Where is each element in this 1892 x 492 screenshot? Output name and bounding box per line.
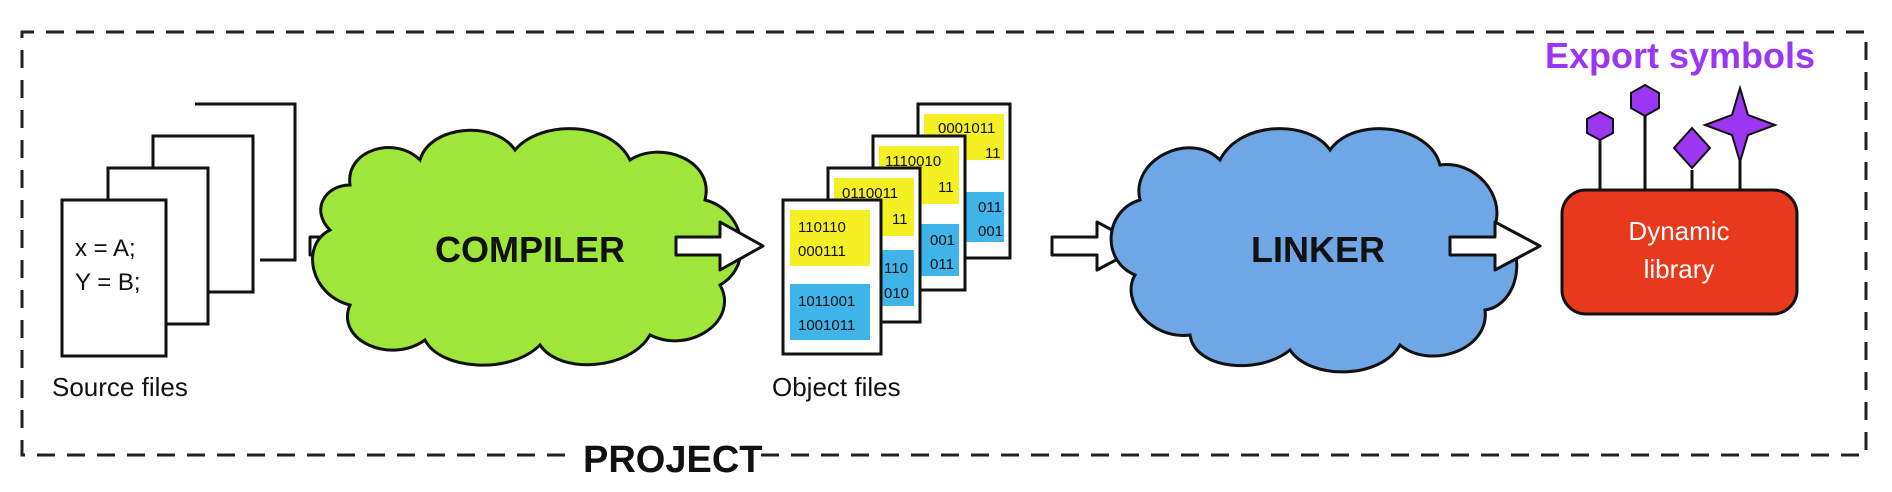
star-symbol-icon — [1702, 84, 1778, 166]
arrow-linker-to-library — [1448, 220, 1542, 272]
linker-label: LINKER — [1251, 229, 1385, 270]
source-code-line-2: Y = B; — [75, 269, 141, 296]
linker-cloud-shape — [1109, 127, 1519, 374]
dynamic-library: Dynamic library — [1560, 188, 1799, 316]
arrow-compiler-to-objects — [674, 220, 765, 272]
source-code-line-1: x = A; — [75, 235, 136, 262]
linker-cloud: LINKER — [1109, 127, 1519, 374]
page2-yellow-2: 11 — [892, 211, 908, 228]
front-yellow-2: 000111 — [798, 243, 846, 260]
export-symbols — [1586, 83, 1778, 170]
page4-blue-2: 001 — [978, 223, 1003, 240]
object-file-front-data-block — [790, 284, 870, 340]
page3-yellow-2: 11 — [938, 179, 954, 196]
hexagon-symbol-1-icon — [1586, 110, 1614, 142]
page2-blue-2: 010 — [884, 285, 909, 302]
object-file-front-text-block — [790, 210, 870, 266]
source-files-label: Source files — [52, 372, 188, 402]
library-label-line-1: Dynamic — [1628, 216, 1729, 246]
page4-yellow-2: 11 — [985, 145, 1001, 162]
page4-blue-1: 011 — [978, 199, 1002, 216]
compiler-cloud-shape — [311, 127, 743, 367]
source-files-stack — [60, 102, 297, 358]
front-blue-2: 1001011 — [798, 317, 855, 334]
source-file-front — [60, 198, 168, 358]
object-files-stack: 0001011 11 011 001 1110010 11 001 011 01… — [781, 102, 1012, 356]
diamond-symbol-icon — [1672, 126, 1712, 170]
page4-yellow-1: 0001011 — [938, 120, 995, 137]
object-files-label: Object files — [772, 372, 901, 402]
library-label-line-2: library — [1644, 254, 1715, 284]
front-yellow-1: 110110 — [798, 219, 846, 236]
compiler-cloud: COMPILER — [311, 127, 743, 367]
project-boundary — [20, 30, 1868, 457]
page3-blue-2: 011 — [930, 256, 954, 273]
page3-yellow-1: 1110010 — [885, 153, 941, 170]
object-file-4-data-block — [964, 192, 1004, 242]
page2-yellow-1: 0110011 — [842, 185, 898, 202]
front-blue-1: 1011001 — [798, 293, 855, 310]
compiler-label: COMPILER — [435, 229, 625, 270]
project-label: PROJECT — [583, 439, 762, 481]
object-file-3-data-block — [919, 224, 959, 276]
page2-blue-1: 110 — [884, 260, 908, 277]
hexagon-symbol-2-icon — [1630, 83, 1660, 118]
page3-blue-1: 001 — [930, 232, 955, 249]
export-symbols-label: Export symbols — [1545, 35, 1815, 76]
